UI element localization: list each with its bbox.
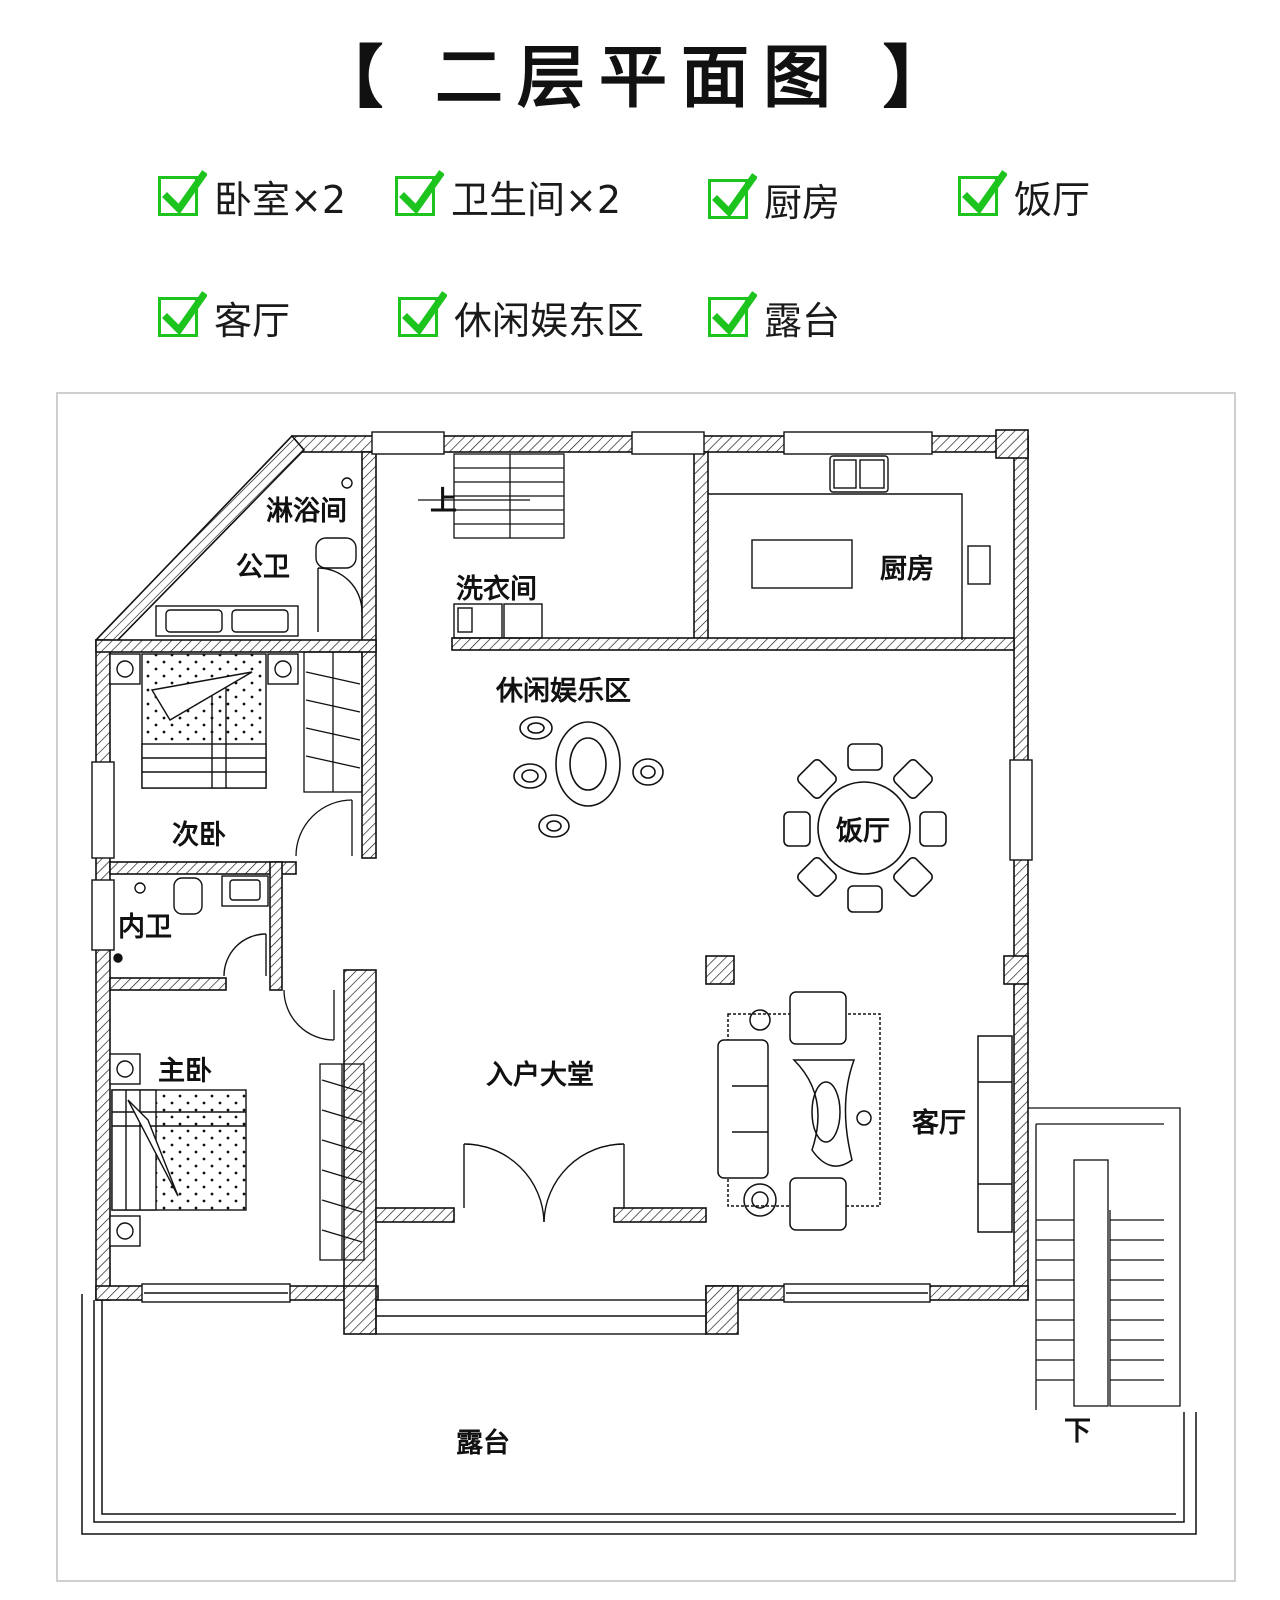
room-label-kitchen: 厨房 xyxy=(880,554,934,585)
feature-label: 饭厅 xyxy=(1014,177,1091,222)
feature-bathrooms: 卫生间×2 xyxy=(395,170,621,222)
feature-bedrooms: 卧室×2 xyxy=(158,170,346,222)
room-label-shower: 淋浴间 xyxy=(266,496,347,527)
stair-down-label: 下 xyxy=(1064,1416,1091,1447)
second-bedroom-wardrobe xyxy=(295,651,363,857)
entry-door xyxy=(375,1143,707,1335)
room-label-living: 客厅 xyxy=(912,1107,966,1139)
check-icon xyxy=(708,173,757,219)
check-icon xyxy=(708,291,757,337)
room-label-inner-bath: 内卫 xyxy=(118,912,172,943)
master-bedroom-bed xyxy=(109,1053,247,1247)
terrace-railing xyxy=(81,1294,1197,1535)
room-label-dining: 饭厅 xyxy=(836,816,890,847)
check-icon xyxy=(958,170,1007,216)
feature-label: 露台 xyxy=(764,298,841,343)
check-icon xyxy=(398,291,447,337)
public-bath-fixtures xyxy=(155,477,363,637)
room-label-lobby: 入户大堂 xyxy=(486,1059,594,1091)
feature-kitchen: 厨房 xyxy=(708,173,840,225)
room-label-leisure: 休闲娱乐区 xyxy=(495,676,631,707)
room-label-laundry: 洗衣间 xyxy=(456,573,537,605)
room-label-public-bath: 公卫 xyxy=(236,552,290,583)
room-label-master-bedroom: 主卧 xyxy=(158,1056,212,1087)
kitchen-fixtures xyxy=(708,455,991,640)
stairs-down xyxy=(1028,1107,1181,1410)
dining-table xyxy=(783,743,947,913)
feature-terrace: 露台 xyxy=(708,291,840,343)
room-label-terrace: 露台 xyxy=(456,1427,510,1459)
inner-bath-fixtures xyxy=(113,875,269,977)
feature-label: 休闲娱东区 xyxy=(454,298,645,343)
check-icon xyxy=(158,170,207,216)
laundry-machines xyxy=(453,603,543,639)
check-icon xyxy=(158,291,207,337)
page-title: 【 二层平面图 】 xyxy=(315,39,965,118)
feature-label: 厨房 xyxy=(764,180,841,225)
feature-label: 客厅 xyxy=(214,298,291,343)
feature-label: 卧室×2 xyxy=(214,177,347,222)
stair-up-label: 上 xyxy=(430,486,457,517)
plan-frame xyxy=(56,392,1236,1582)
rockery-decor xyxy=(513,716,664,838)
second-bedroom-bed xyxy=(109,653,299,789)
check-icon xyxy=(395,170,444,216)
walls xyxy=(94,429,1029,1335)
feature-label: 卫生间×2 xyxy=(451,177,622,222)
feature-leisure: 休闲娱东区 xyxy=(398,291,644,343)
feature-dining: 饭厅 xyxy=(958,170,1090,222)
room-label-second-bedroom: 次卧 xyxy=(172,820,226,851)
living-furniture xyxy=(717,991,1013,1233)
windows xyxy=(91,431,1033,1303)
stairs-up xyxy=(418,453,565,539)
feature-living: 客厅 xyxy=(158,291,290,343)
master-bedroom-wardrobe xyxy=(283,989,365,1261)
